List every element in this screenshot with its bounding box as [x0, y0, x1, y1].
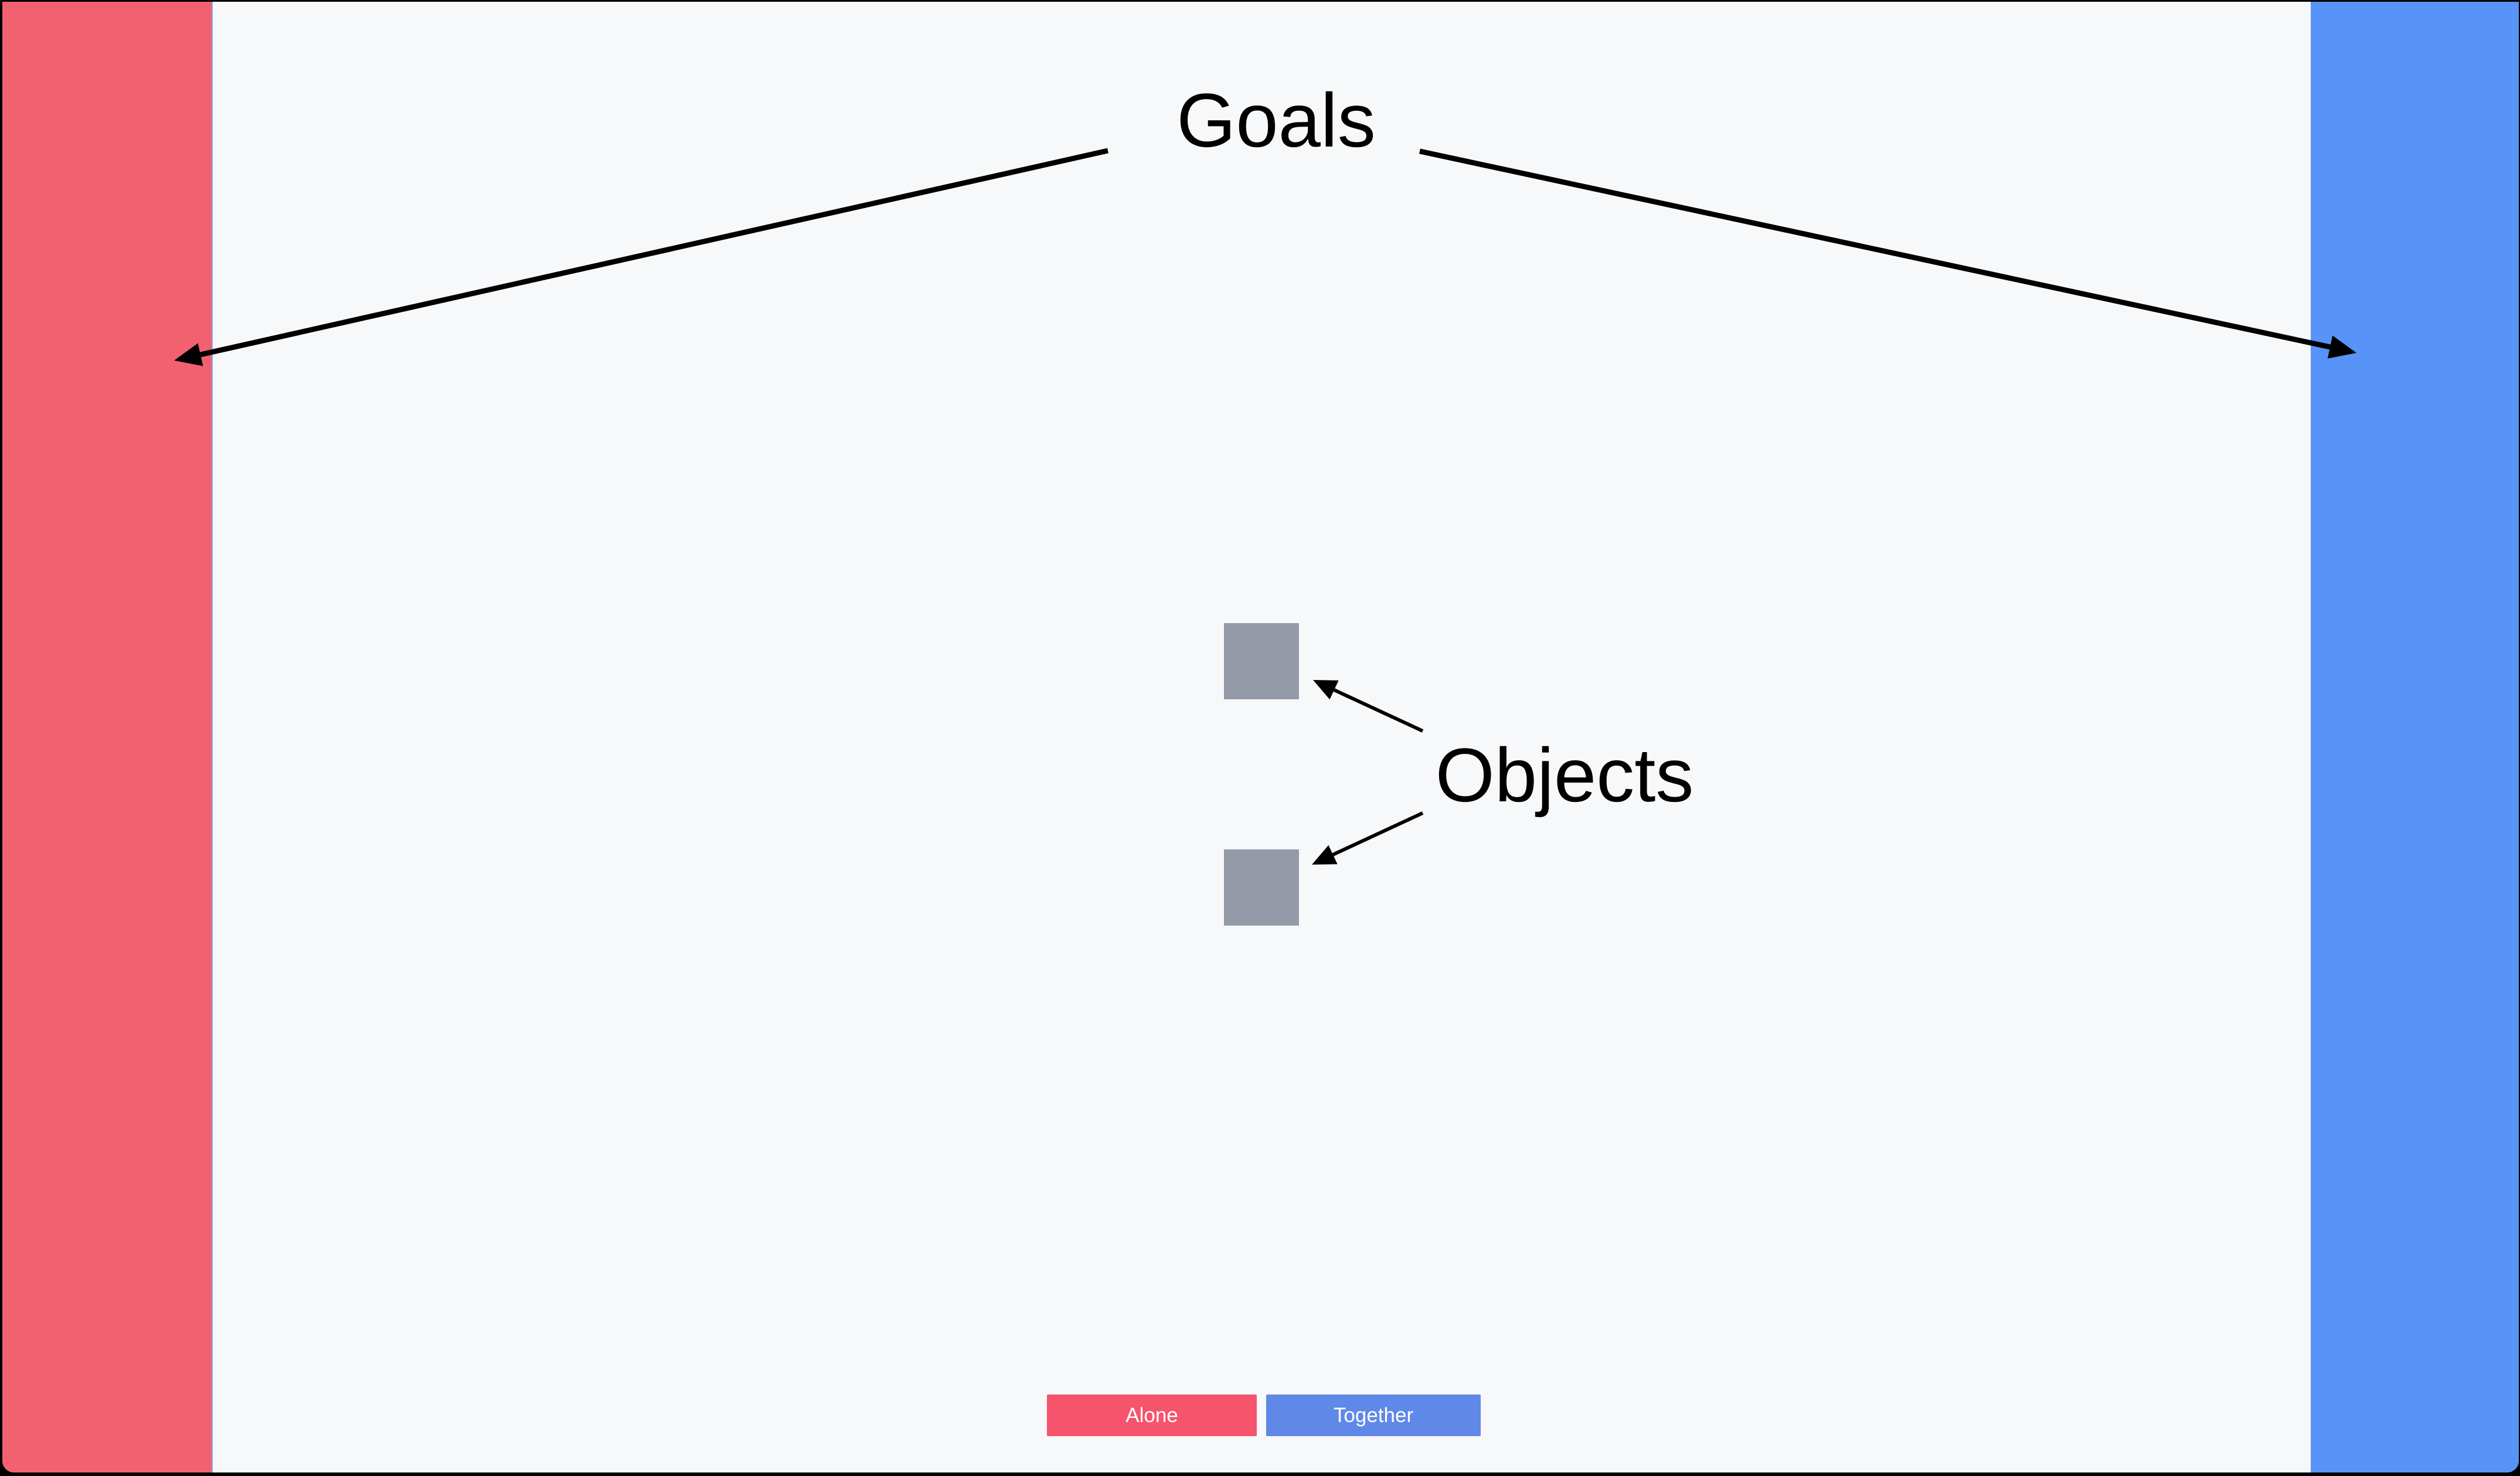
right-goal-zone [2311, 2, 2519, 1472]
alone-button[interactable]: Alone [1047, 1395, 1257, 1436]
objects-label: Objects [1435, 732, 1694, 818]
objects-upper-arrow [1313, 680, 1424, 733]
movable-object-2[interactable] [1224, 849, 1299, 926]
goals-right-arrow [1419, 148, 2356, 359]
left-goal-zone [2, 2, 213, 1472]
goals-left-arrow [174, 148, 1108, 366]
goals-label: Goals [1176, 77, 1376, 163]
movable-object-1[interactable] [1224, 623, 1299, 699]
together-button[interactable]: Together [1266, 1395, 1481, 1436]
objects-lower-arrow [1312, 811, 1424, 865]
